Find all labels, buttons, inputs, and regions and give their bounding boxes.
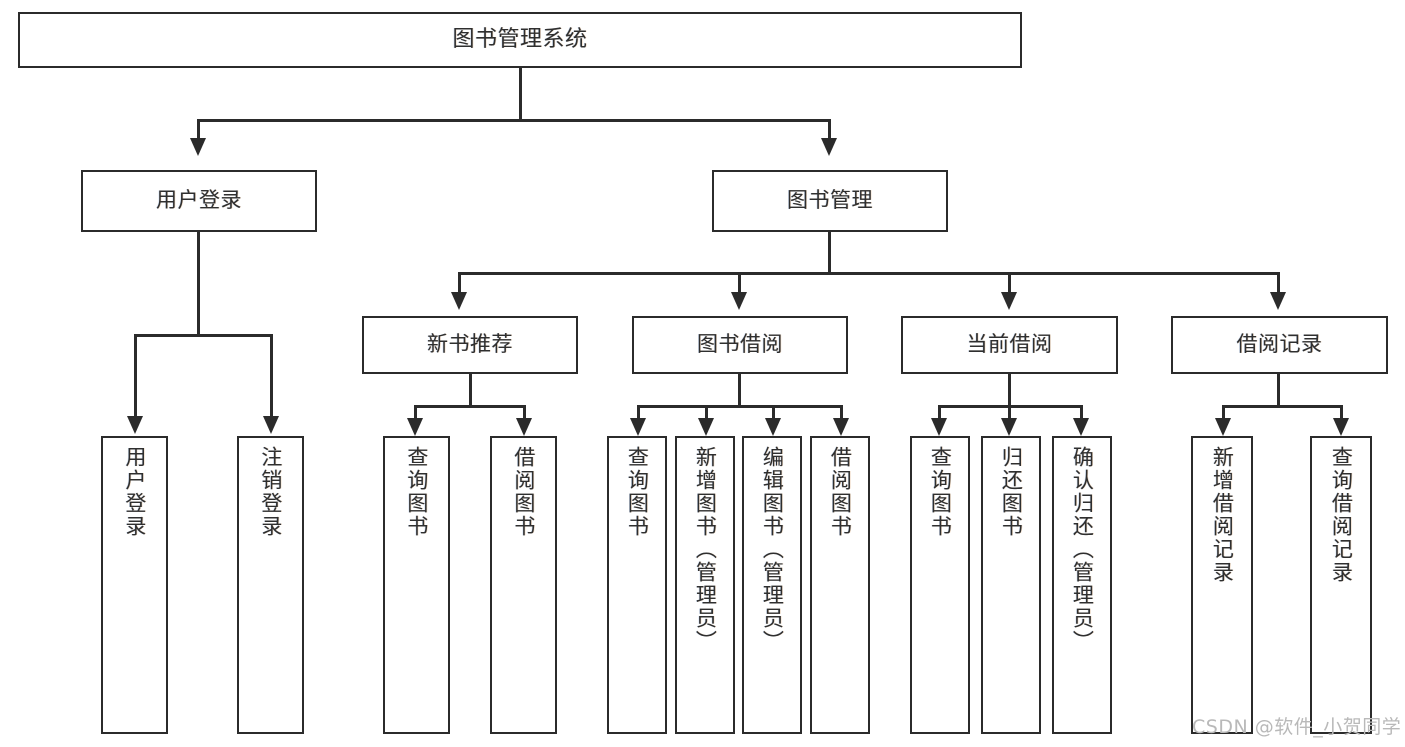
connector-bm-drop-book-borrow: [738, 272, 741, 296]
connector-book-management-stem: [828, 232, 831, 274]
leaf-query-book-current[interactable]: 查询图书: [910, 436, 970, 734]
node-label: 新书推荐: [427, 332, 513, 357]
arrowhead-current-borrow: [1001, 292, 1017, 310]
node-label: 图书管理系统: [452, 26, 588, 52]
node-label: 确认归还（管理员）: [1070, 446, 1095, 653]
leaf-query-book-new[interactable]: 查询图书: [383, 436, 450, 734]
arrowhead-cb-leaf-2: [1001, 418, 1017, 436]
connector-user-login-stem: [197, 232, 200, 335]
node-label: 用户登录: [122, 446, 147, 538]
connector-current-borrow-stem: [1008, 374, 1011, 407]
connector-root-drop-user-login: [197, 119, 200, 142]
connector-br-drop-2: [1340, 405, 1343, 421]
connector-bb-drop-3: [772, 405, 775, 421]
connector-bb-drop-4: [840, 405, 843, 421]
node-label: 编辑图书（管理员）: [760, 446, 785, 653]
arrowhead-cb-leaf-1: [931, 418, 947, 436]
leaf-logout[interactable]: 注销登录: [237, 436, 304, 734]
arrowhead-leaf-user-login: [127, 416, 143, 434]
leaf-borrow-book[interactable]: 借阅图书: [810, 436, 870, 734]
node-new-book-recommendation[interactable]: 新书推荐: [362, 316, 578, 374]
connector-borrow-record-bus: [1222, 405, 1343, 408]
arrowhead-bb-leaf-1: [630, 418, 646, 436]
connector-cb-drop-1: [938, 405, 941, 421]
arrowhead-br-leaf-1: [1215, 418, 1231, 436]
connector-new-book-stem: [469, 374, 472, 407]
connector-bb-drop-1: [637, 405, 640, 421]
arrowhead-bb-leaf-3: [765, 418, 781, 436]
node-label: 归还图书: [999, 446, 1024, 538]
node-label: 查询图书: [625, 446, 650, 538]
node-label: 当前借阅: [966, 332, 1053, 357]
arrowhead-borrow-record: [1270, 292, 1286, 310]
node-label: 查询图书: [404, 446, 429, 538]
node-user-login[interactable]: 用户登录: [81, 170, 317, 232]
leaf-query-book-borrow[interactable]: 查询图书: [607, 436, 667, 734]
arrowhead-bb-leaf-4: [833, 418, 849, 436]
connector-borrow-record-stem: [1277, 374, 1280, 407]
connector-user-login-bus: [134, 334, 273, 337]
connector-br-drop-1: [1222, 405, 1225, 421]
connector-book-borrow-stem: [738, 374, 741, 407]
arrowhead-new-book: [451, 292, 467, 310]
node-label: 借阅图书: [511, 446, 536, 538]
arrowhead-bb-leaf-2: [698, 418, 714, 436]
leaf-edit-book-admin[interactable]: 编辑图书（管理员）: [742, 436, 802, 734]
leaf-borrow-book-new[interactable]: 借阅图书: [490, 436, 557, 734]
arrowhead-nb-leaf-2: [516, 418, 532, 436]
leaf-query-borrow-record[interactable]: 查询借阅记录: [1310, 436, 1372, 734]
arrowhead-book-borrow: [731, 292, 747, 310]
watermark-text: CSDN @软件_小贺同学: [1192, 716, 1402, 738]
leaf-add-borrow-record[interactable]: 新增借阅记录: [1191, 436, 1253, 734]
connector-bb-drop-2: [705, 405, 708, 421]
node-root-book-management-system[interactable]: 图书管理系统: [18, 12, 1022, 68]
arrowhead-cb-leaf-3: [1073, 418, 1089, 436]
connector-bm-drop-borrow-record: [1277, 272, 1280, 296]
node-label: 新增图书（管理员）: [693, 446, 718, 653]
node-borrowing-record[interactable]: 借阅记录: [1171, 316, 1388, 374]
node-label: 查询借阅记录: [1329, 446, 1354, 584]
arrowhead-br-leaf-2: [1333, 418, 1349, 436]
node-label: 查询图书: [928, 446, 953, 538]
connector-root-stem: [519, 68, 522, 120]
arrowhead-user-login: [190, 138, 206, 156]
connector-root-bus: [197, 119, 831, 122]
leaf-return-book[interactable]: 归还图书: [981, 436, 1041, 734]
connector-book-management-bus: [458, 272, 1280, 275]
leaf-user-login[interactable]: 用户登录: [101, 436, 168, 734]
arrowhead-nb-leaf-1: [407, 418, 423, 436]
connector-bm-drop-current-borrow: [1008, 272, 1011, 296]
node-label: 新增借阅记录: [1210, 446, 1235, 584]
node-label: 借阅图书: [828, 446, 853, 538]
node-label: 图书借阅: [697, 332, 783, 357]
node-label: 图书管理: [787, 188, 873, 213]
connector-cb-drop-3: [1080, 405, 1083, 421]
connector-cb-drop-2: [1008, 405, 1011, 421]
node-label: 借阅记录: [1236, 332, 1323, 357]
connector-user-login-drop-1: [134, 334, 137, 419]
connector-bm-drop-new-book: [458, 272, 461, 296]
leaf-add-book-admin[interactable]: 新增图书（管理员）: [675, 436, 735, 734]
connector-book-borrow-bus: [637, 405, 843, 408]
node-current-borrowing[interactable]: 当前借阅: [901, 316, 1118, 374]
arrowhead-leaf-logout: [263, 416, 279, 434]
leaf-confirm-return-admin[interactable]: 确认归还（管理员）: [1052, 436, 1112, 734]
arrowhead-book-management: [821, 138, 837, 156]
node-book-management[interactable]: 图书管理: [712, 170, 948, 232]
connector-root-drop-book-management: [828, 119, 831, 142]
connector-new-book-drop-1: [414, 405, 417, 421]
connector-new-book-bus: [414, 405, 526, 408]
node-book-borrowing[interactable]: 图书借阅: [632, 316, 848, 374]
connector-new-book-drop-2: [523, 405, 526, 421]
node-label: 用户登录: [156, 188, 242, 213]
node-label: 注销登录: [258, 446, 283, 538]
connector-user-login-drop-2: [270, 334, 273, 419]
